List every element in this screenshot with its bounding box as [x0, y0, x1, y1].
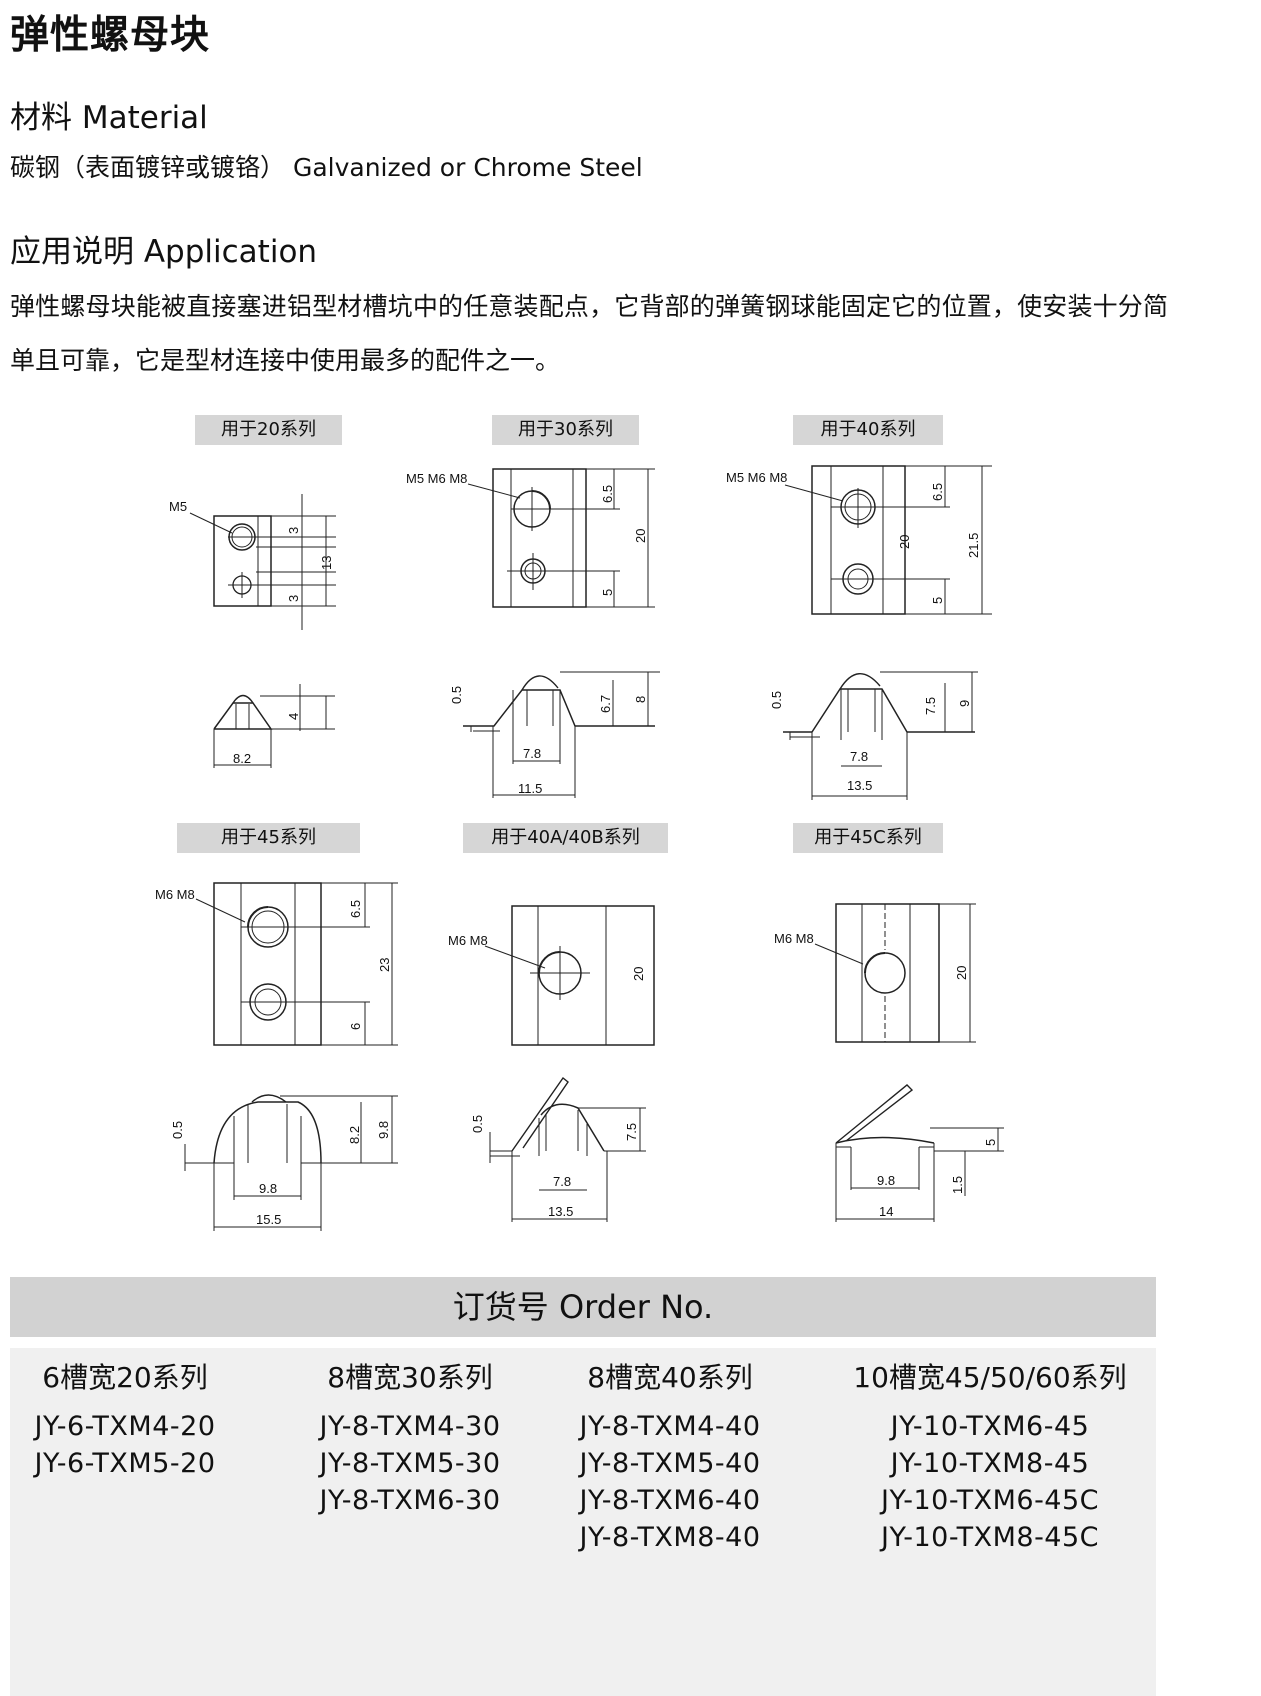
order-column-title: 6槽宽20系列	[42, 1361, 208, 1394]
series-40-dim-bottom: 5	[930, 597, 945, 604]
series-45c-side-view: 5 1.5 9.8 14	[835, 1084, 1004, 1222]
series-20-top-view: M5 3 3 13	[169, 494, 336, 630]
series-40ab-side-inner: 7.8	[553, 1174, 571, 1189]
series-20-side-height: 4	[286, 713, 301, 720]
order-item: JY-8-TXM8-40	[579, 1522, 761, 1553]
series-30-dim-top: 6.5	[600, 485, 615, 503]
series-40-side-thickness: 0.5	[769, 691, 784, 709]
order-item: JY-6-TXM4-20	[34, 1411, 216, 1442]
order-column-30: 8槽宽30系列 JY-8-TXM4-30 JY-8-TXM5-30 JY-8-T…	[295, 1348, 525, 1519]
series-20-side-width: 8.2	[233, 751, 251, 766]
series-45c-thread: M6 M8	[774, 931, 814, 946]
caption-series-45c: 用于45C系列	[793, 823, 943, 853]
series-45c-side-h1: 5	[983, 1139, 998, 1146]
series-40-side-h2: 9	[957, 700, 972, 707]
caption-series-40ab: 用于40A/40B系列	[463, 823, 668, 853]
series-20-dim-top: 3	[286, 527, 301, 534]
order-item: JY-8-TXM4-40	[579, 1411, 761, 1442]
order-item: JY-8-TXM4-30	[319, 1411, 501, 1442]
caption-series-45: 用于45系列	[177, 823, 360, 853]
material-text: 碳钢（表面镀锌或镀铬） Galvanized or Chrome Steel	[10, 153, 643, 182]
series-20-thread: M5	[169, 499, 187, 514]
series-45-side-h2: 9.8	[376, 1121, 391, 1139]
order-column-45: 10槽宽45/50/60系列 JY-10-TXM6-45 JY-10-TXM8-…	[835, 1348, 1145, 1556]
order-item: JY-8-TXM5-30	[319, 1448, 501, 1479]
series-20-side-view: 4 8.2	[213, 684, 335, 768]
series-45-side-h1: 8.2	[347, 1126, 362, 1144]
order-heading: 订货号 Order No.	[10, 1277, 1156, 1337]
series-45c-top-view: M6 M8 20	[774, 903, 976, 1043]
page-title: 弹性螺母块	[10, 13, 211, 58]
series-40-side-inner: 7.8	[850, 749, 868, 764]
caption-series-40: 用于40系列	[793, 415, 943, 445]
series-30-height: 20	[633, 529, 648, 543]
series-40-dim-mid: 20	[897, 535, 912, 549]
order-item: JY-8-TXM6-40	[579, 1485, 761, 1516]
series-30-side-h1: 6.7	[598, 695, 613, 713]
series-45-side-outer: 15.5	[256, 1212, 281, 1227]
series-40ab-side-thickness: 0.5	[470, 1115, 485, 1133]
order-item: JY-6-TXM5-20	[34, 1448, 216, 1479]
series-30-side-h2: 8	[633, 696, 648, 703]
series-40ab-height: 20	[631, 967, 646, 981]
series-40ab-side-view: 0.5 7.5 7.8 13.5	[470, 1076, 646, 1222]
series-45-side-view: 0.5 8.2 9.8 9.8 15.5	[170, 1094, 398, 1231]
series-45c-side-inner: 9.8	[877, 1173, 895, 1188]
series-40-side-outer: 13.5	[847, 778, 872, 793]
series-40-top-view: M5 M6 M8 6.5 20 5 21.5	[726, 465, 992, 615]
order-column-20: 6槽宽20系列 JY-6-TXM4-20 JY-6-TXM5-20	[10, 1348, 240, 1482]
caption-series-30: 用于30系列	[492, 415, 639, 445]
series-20-dim-bottom: 3	[286, 595, 301, 602]
series-30-side-thickness: 0.5	[449, 686, 464, 704]
series-30-side-view: 0.5 6.7 8 7.8 11.5	[449, 671, 660, 798]
series-45-dim-bottom: 6	[348, 1023, 363, 1030]
series-30-thread: M5 M6 M8	[406, 471, 467, 486]
series-30-side-outer: 11.5	[518, 781, 542, 796]
technical-drawings: M5 3 3 13 4 8.2 M5 M6 M8 6.5 5 20	[155, 465, 1004, 1231]
series-45c-side-h2: 1.5	[950, 1176, 965, 1194]
application-heading: 应用说明 Application	[10, 234, 318, 270]
application-text: 弹性螺母块能被直接塞进铝型材槽坑中的任意装配点，它背部的弹簧钢球能固定它的位置，…	[10, 292, 1168, 375]
caption-series-20: 用于20系列	[195, 415, 342, 445]
series-30-side-inner: 7.8	[523, 746, 541, 761]
series-30-dim-bottom: 5	[600, 589, 615, 596]
series-40ab-thread: M6 M8	[448, 933, 488, 948]
series-45-top-view: M6 M8 6.5 6 23	[155, 882, 398, 1046]
order-column-title: 8槽宽40系列	[587, 1361, 753, 1394]
series-20-height: 13	[319, 556, 334, 570]
series-45-side-inner: 9.8	[259, 1181, 277, 1196]
order-item: JY-10-TXM8-45C	[880, 1522, 1100, 1553]
order-column-40: 8槽宽40系列 JY-8-TXM4-40 JY-8-TXM5-40 JY-8-T…	[555, 1348, 785, 1556]
series-40-thread: M5 M6 M8	[726, 470, 787, 485]
series-40ab-side-outer: 13.5	[548, 1204, 573, 1219]
order-item: JY-10-TXM8-45	[890, 1448, 1090, 1479]
series-40-side-view: 0.5 7.5 9 7.8 13.5	[769, 671, 978, 800]
series-30-top-view: M5 M6 M8 6.5 5 20	[406, 468, 655, 608]
order-table: 6槽宽20系列 JY-6-TXM4-20 JY-6-TXM5-20 8槽宽30系…	[10, 1348, 1156, 1696]
series-40-side-h1: 7.5	[923, 697, 938, 715]
series-40ab-side-h1: 7.5	[624, 1123, 639, 1141]
series-40ab-top-view: M6 M8 20	[448, 905, 655, 1046]
series-45-dim-top: 6.5	[348, 900, 363, 918]
order-column-title: 8槽宽30系列	[327, 1361, 493, 1394]
order-item: JY-8-TXM6-30	[319, 1485, 501, 1516]
series-40-dim-top: 6.5	[930, 483, 945, 501]
series-40-height: 21.5	[966, 533, 981, 558]
series-45c-side-outer: 14	[879, 1204, 893, 1219]
order-item: JY-8-TXM5-40	[579, 1448, 761, 1479]
series-45-thread: M6 M8	[155, 887, 195, 902]
order-column-title: 10槽宽45/50/60系列	[853, 1361, 1127, 1394]
order-item: JY-10-TXM6-45	[890, 1411, 1090, 1442]
series-45-height: 23	[377, 958, 392, 972]
series-45-side-thickness: 0.5	[170, 1121, 185, 1139]
material-heading: 材料 Material	[10, 100, 208, 136]
series-45c-height: 20	[954, 966, 969, 980]
order-item: JY-10-TXM6-45C	[880, 1485, 1100, 1516]
